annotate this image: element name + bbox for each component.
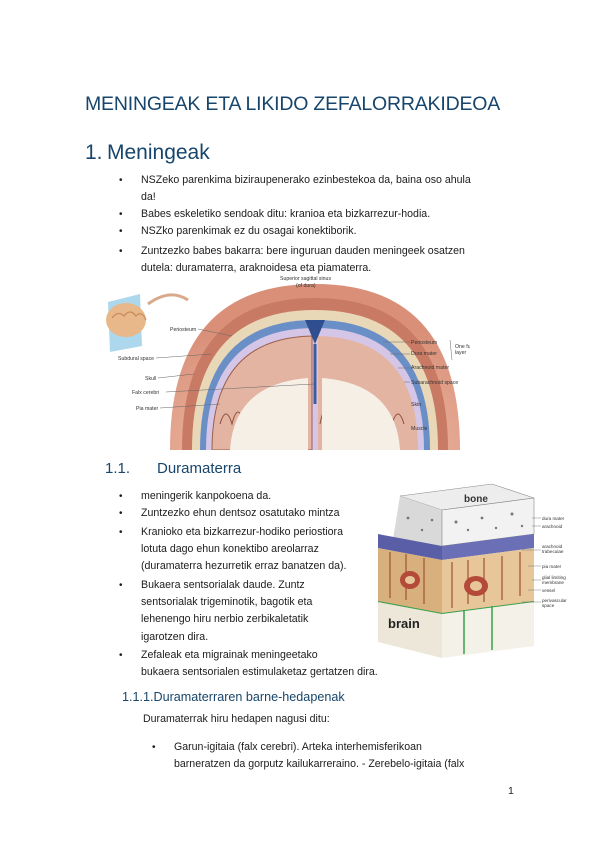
bullet-dot: •	[119, 226, 123, 237]
list-item-line: barneratzen da gorputz kailukarreraino. …	[174, 758, 465, 771]
bullet-dot: •	[119, 246, 123, 257]
list-item-line: Zuntzezko ehun dentsoz osatutako mintza	[141, 507, 340, 519]
list-item: • Zuntzezko ehun dentsoz osatutako mintz…	[119, 505, 340, 522]
svg-text:(of dura): (of dura)	[296, 283, 316, 289]
svg-text:trabeculae: trabeculae	[542, 549, 564, 554]
bullet-dot: •	[119, 209, 123, 220]
bullet-dot: •	[119, 491, 123, 502]
list-item: • Zefaleak eta migrainak meningeetako bu…	[119, 647, 378, 681]
list-item-line: lehenengo hiru nerbio zerbikaletatik	[141, 613, 309, 626]
list-item: • Kranioko eta bizkarrezur-hodiko perios…	[119, 524, 347, 576]
svg-text:arachnoid: arachnoid	[542, 524, 563, 529]
svg-text:One functional: One functional	[455, 344, 470, 350]
section-heading-1-1-1: 1.1.1.Duramaterraren barne-hedapenak	[122, 690, 345, 704]
section-heading-1-1: 1.1. Duramaterra	[105, 460, 241, 477]
meninges-illustration: Superior sagittal sinus (of dura) Perios…	[106, 276, 470, 450]
bullet-dot: •	[119, 527, 123, 538]
paragraph: Duramaterrak hiru hedapen nagusi ditu:	[143, 713, 330, 725]
list-item-line: bukaera sentsorialen estimulaketaz gerta…	[141, 666, 378, 679]
list-item-line: Zuntzezko babes bakarra: bere inguruan d…	[141, 245, 465, 257]
list-item: • Zuntzezko babes bakarra: bere inguruan…	[119, 243, 465, 277]
svg-text:dura mater: dura mater	[542, 516, 565, 521]
section-number: 1.1.	[105, 460, 131, 477]
svg-text:Arachnoid mater: Arachnoid mater	[411, 365, 449, 371]
section-number: 1.	[85, 141, 103, 164]
svg-text:layer: layer	[455, 350, 467, 356]
svg-text:membrane: membrane	[542, 580, 564, 585]
svg-text:Skull: Skull	[145, 376, 156, 382]
section-title: Duramaterra	[157, 460, 242, 477]
svg-text:Periosteum: Periosteum	[411, 340, 437, 346]
list-item-line: NSZko parenkimak ez du osagai konektibor…	[141, 225, 357, 237]
list-item-line: dutela: duramaterra, araknoidesa eta pia…	[141, 262, 372, 275]
svg-text:Subdural space: Subdural space	[118, 356, 154, 362]
list-item-line: sentsorialak trigeminotik, bagotik eta	[141, 596, 313, 609]
svg-text:pia mater: pia mater	[542, 564, 562, 569]
section-title: Meningeak	[107, 141, 210, 164]
svg-text:Pia mater: Pia mater	[136, 406, 158, 412]
list-item: • NSZeko parenkima biziraupenerako ezinb…	[119, 172, 471, 206]
bone-label: bone	[464, 494, 488, 505]
list-item-line: Garun-igitaia (falx cerebri). Arteka int…	[174, 741, 422, 753]
bullet-dot: •	[152, 742, 156, 753]
bullet-dot: •	[119, 508, 123, 519]
svg-text:Periosteum: Periosteum	[170, 327, 196, 333]
svg-text:Falx cerebri: Falx cerebri	[132, 390, 159, 396]
meninges-layers-illustration: bone brain dura mater arachnoid arachnoi…	[377, 483, 567, 658]
list-item-line: igarotzen dira.	[141, 630, 209, 643]
list-item-line: Zefaleak eta migrainak meningeetako	[141, 649, 318, 661]
svg-text:Subarachnoid space: Subarachnoid space	[411, 380, 458, 386]
list-item: • Garun-igitaia (falx cerebri). Arteka i…	[152, 739, 465, 773]
list-item-line: da!	[141, 191, 156, 204]
svg-text:vessel: vessel	[542, 588, 555, 593]
section-heading-1: 1.Meningeak	[85, 141, 210, 165]
bullet-dot: •	[119, 650, 123, 661]
bullet-dot: •	[119, 580, 123, 591]
list-item-line: Bukaera sentsorialak daude. Zuntz	[141, 579, 305, 591]
list-item: • meningerik kanpokoena da.	[119, 488, 272, 505]
svg-text:perivascular: perivascular	[542, 598, 567, 603]
svg-text:Skin: Skin	[411, 402, 421, 408]
list-item: • Babes eskeletiko sendoak ditu: kranioa…	[119, 206, 431, 223]
list-item-line: (duramaterra hezurretik erraz banatzen d…	[141, 560, 347, 573]
svg-text:space: space	[542, 603, 555, 608]
list-item-line: meningerik kanpokoena da.	[141, 490, 272, 502]
svg-text:arachnoid: arachnoid	[542, 544, 563, 549]
list-item-line: Babes eskeletiko sendoak ditu: kranioa e…	[141, 208, 431, 220]
svg-text:Superior sagittal sinus: Superior sagittal sinus	[280, 276, 331, 282]
svg-text:Muscle: Muscle	[411, 426, 428, 432]
document-title: MENINGEAK ETA LIKIDO ZEFALORRAKIDEOA	[85, 93, 501, 115]
list-item-line: Kranioko eta bizkarrezur-hodiko periosti…	[141, 526, 343, 538]
bullet-dot: •	[119, 175, 123, 186]
list-item: • NSZko parenkimak ez du osagai konektib…	[119, 223, 357, 240]
list-item-line: NSZeko parenkima biziraupenerako ezinbes…	[141, 174, 471, 186]
list-item-line: lotuta dago ehun konektibo areolarraz	[141, 543, 319, 556]
page-number: 1	[508, 785, 514, 797]
list-item: • Bukaera sentsorialak daude. Zuntz sent…	[119, 577, 313, 646]
brain-label: brain	[388, 616, 420, 631]
svg-text:glial limiting: glial limiting	[542, 575, 566, 580]
svg-text:Dura mater: Dura mater	[411, 351, 437, 357]
